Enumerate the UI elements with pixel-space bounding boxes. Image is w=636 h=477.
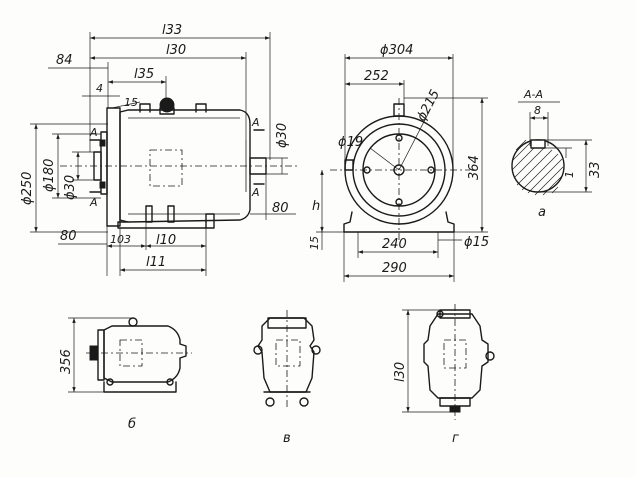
variant-v-body	[257, 317, 315, 393]
mount-bolt-bottom	[99, 181, 106, 189]
dim-4: 4	[96, 82, 103, 95]
dim-d215: ϕ215	[414, 87, 443, 124]
motor-body-outline	[119, 109, 251, 223]
section-title: A-A	[523, 88, 543, 101]
shaft-dim-33: 33	[588, 161, 603, 178]
dim-d30-left: ϕ30	[63, 175, 78, 200]
top-boss	[195, 103, 207, 113]
base-feet	[343, 211, 455, 233]
keyway	[530, 139, 546, 149]
mount-bolt-top	[99, 139, 106, 147]
key-width: 8	[534, 104, 541, 117]
dim-252: 252	[364, 69, 389, 84]
radius-leader-19	[369, 147, 400, 171]
dim-80-right: 80	[272, 201, 289, 216]
caption-v: в	[283, 431, 291, 446]
dim-80-left: 80	[60, 229, 77, 244]
dim-84: 84	[56, 53, 73, 68]
caption-b: б	[128, 417, 136, 432]
variant-b-base	[103, 381, 177, 393]
foot-right	[205, 213, 215, 229]
dim-d180: ϕ180	[42, 159, 57, 192]
variant-v-eye-right	[311, 345, 321, 355]
variant-v-eye-left	[253, 345, 263, 355]
variant-b-dim-356: 356	[59, 349, 74, 374]
dim-15-top: 15	[124, 96, 138, 109]
section-mark-a-right-bottom: A	[251, 186, 260, 199]
radius-leader	[398, 109, 431, 171]
caption-a: a	[538, 205, 546, 220]
variant-b-eye	[128, 317, 138, 327]
variant-g-view: l30 г	[393, 304, 495, 446]
dim-d15-right: ϕ15	[464, 235, 489, 250]
lifting-eye	[159, 97, 175, 113]
variant-v-foot-right	[299, 397, 309, 407]
variant-v-foot-left	[265, 397, 275, 407]
dim-l10: l10	[156, 233, 176, 248]
variant-g-eye-right	[485, 351, 495, 361]
foot-rib	[167, 205, 175, 223]
dim-240: 240	[382, 237, 407, 252]
variant-b-view: 356 б	[59, 317, 192, 432]
main-view-dimensions: l33 l30 l35 84 4 15 ϕ250 ϕ180 ϕ30 A A	[20, 23, 296, 276]
variant-v-terminal	[275, 339, 301, 367]
dim-l30: l30	[166, 43, 186, 58]
dim-d19: ϕ19	[338, 135, 363, 150]
section-a-a: A-A 8 33 1 a	[511, 88, 603, 220]
dim-d250: ϕ250	[20, 172, 35, 205]
dim-d304: ϕ304	[380, 43, 413, 58]
main-side-view	[60, 97, 300, 229]
end-view-dimensions: ϕ304 252 ϕ215 ϕ19 364 h 15 240 290 ϕ15	[308, 43, 489, 282]
variant-g-eye	[436, 310, 444, 318]
section-mark-a-top: A	[89, 126, 98, 139]
foot-base	[117, 221, 207, 229]
variant-g-body	[423, 313, 489, 399]
variant-b-body	[103, 325, 187, 383]
dim-l33: l33	[162, 23, 182, 38]
dim-364: 364	[467, 155, 482, 180]
dim-l11: l11	[146, 255, 166, 270]
depth-1: 1	[563, 171, 576, 178]
dim-h: h	[312, 199, 320, 214]
variant-v-view: в	[253, 310, 321, 446]
section-mark-a-bottom: A	[89, 196, 98, 209]
variant-b-foot	[166, 378, 174, 386]
top-boss	[139, 103, 151, 113]
dim-290: 290	[382, 261, 407, 276]
section-mark-a-right-top: A	[251, 116, 260, 129]
end-view	[330, 98, 470, 240]
dim-15-left: 15	[308, 236, 321, 250]
bolt-hole	[427, 166, 435, 174]
variant-g-dim-l30: l30	[393, 362, 408, 382]
foot-rib	[145, 205, 153, 223]
dim-l35: l35	[134, 67, 154, 82]
flange-plate	[106, 107, 121, 227]
dim-103: 103	[110, 233, 131, 246]
terminal-box-hidden	[149, 149, 183, 187]
variant-b-foot	[106, 378, 114, 386]
shaft-right	[249, 157, 267, 175]
dim-d30-right: ϕ30	[275, 123, 290, 148]
variant-b-flange	[97, 329, 105, 381]
caption-g: г	[452, 431, 459, 446]
lifting-eye-base	[159, 107, 175, 115]
